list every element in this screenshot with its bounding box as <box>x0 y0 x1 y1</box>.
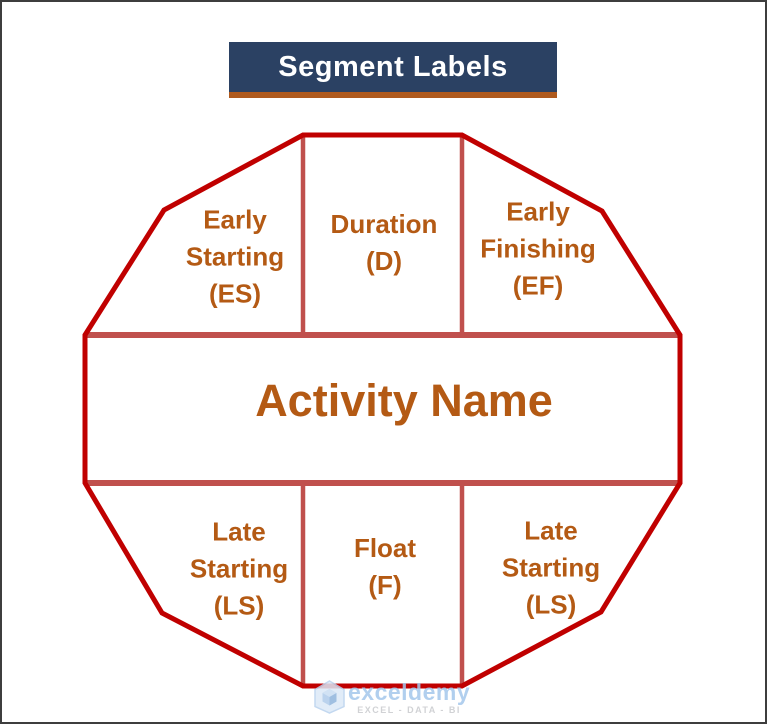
segment-float: Float (F) <box>354 530 416 604</box>
segment-label-line: Late <box>212 516 266 547</box>
page-title: Segment Labels <box>278 50 508 83</box>
segment-label-line: Float <box>353 533 417 563</box>
segment-label-line: (EF) <box>512 270 564 301</box>
segment-early-finishing: Early Finishing (EF) <box>480 194 596 305</box>
segment-label-line: Starting <box>501 552 601 583</box>
segment-label-line: Early <box>506 196 570 227</box>
segment-activity-name: Activity Name <box>255 375 553 426</box>
watermark-tagline: EXCEL - DATA - BI <box>357 705 461 715</box>
segment-label-line: (LS) <box>525 589 577 620</box>
segment-label-line: Starting <box>189 553 289 584</box>
segment-label-line: (LS) <box>213 590 265 621</box>
segment-label-line: (F) <box>368 570 402 600</box>
watermark-brand: exceldemy <box>348 679 471 705</box>
segment-label-line: Starting <box>185 241 285 272</box>
segment-late-starting-left: Late Starting (LS) <box>190 514 288 625</box>
decagon-outline <box>82 132 683 689</box>
watermark-text: exceldemy EXCEL - DATA - BI <box>348 680 470 715</box>
watermark: exceldemy EXCEL - DATA - BI <box>313 680 470 715</box>
segment-label-line: Duration <box>330 209 438 239</box>
segment-label-line: (D) <box>365 246 403 276</box>
segment-duration: Duration (D) <box>331 206 438 280</box>
segment-label-line: Early <box>203 204 267 235</box>
decagon-fill <box>85 135 680 686</box>
title-banner: Segment Labels <box>229 42 557 98</box>
exceldemy-logo-icon <box>314 680 345 714</box>
segment-label-line: (ES) <box>208 278 261 309</box>
segment-early-starting: Early Starting (ES) <box>186 202 284 313</box>
segment-late-starting-right: Late Starting (LS) <box>502 513 600 624</box>
segment-label-line: Late <box>524 515 578 546</box>
segment-label-line: Finishing <box>480 233 596 264</box>
